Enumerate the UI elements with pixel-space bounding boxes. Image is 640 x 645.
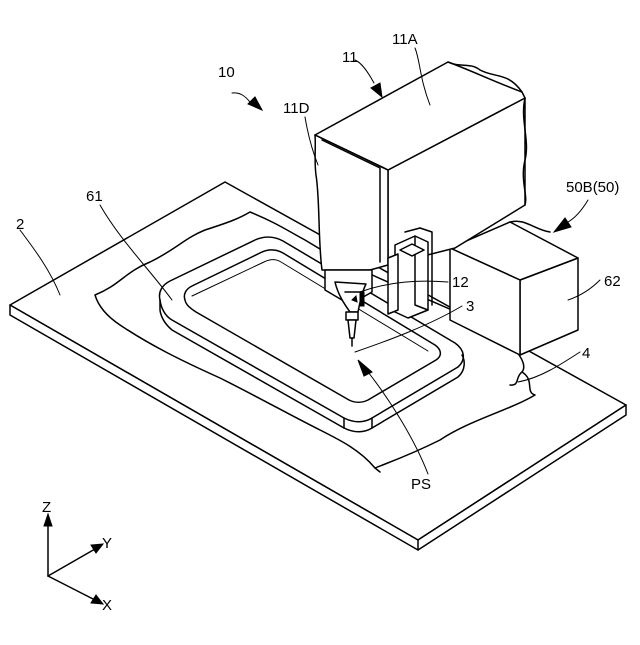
label-10: 10	[218, 64, 235, 81]
label-4: 4	[582, 345, 590, 362]
label-61: 61	[86, 188, 103, 205]
label-3: 3	[466, 298, 474, 315]
axis-label-y: Y	[102, 535, 112, 552]
label-11: 11	[342, 49, 358, 66]
axis-label-z: Z	[42, 499, 51, 516]
label-62: 62	[604, 273, 621, 290]
label-11A: 11A	[392, 31, 418, 48]
label-12: 12	[452, 274, 469, 291]
coordinate-axes: Z Y X	[42, 499, 112, 614]
label-PS: PS	[411, 476, 431, 493]
axis-label-x: X	[102, 597, 112, 614]
label-11D: 11D	[283, 100, 310, 117]
label-2: 2	[16, 216, 24, 233]
label-50B: 50B(50)	[566, 179, 619, 196]
